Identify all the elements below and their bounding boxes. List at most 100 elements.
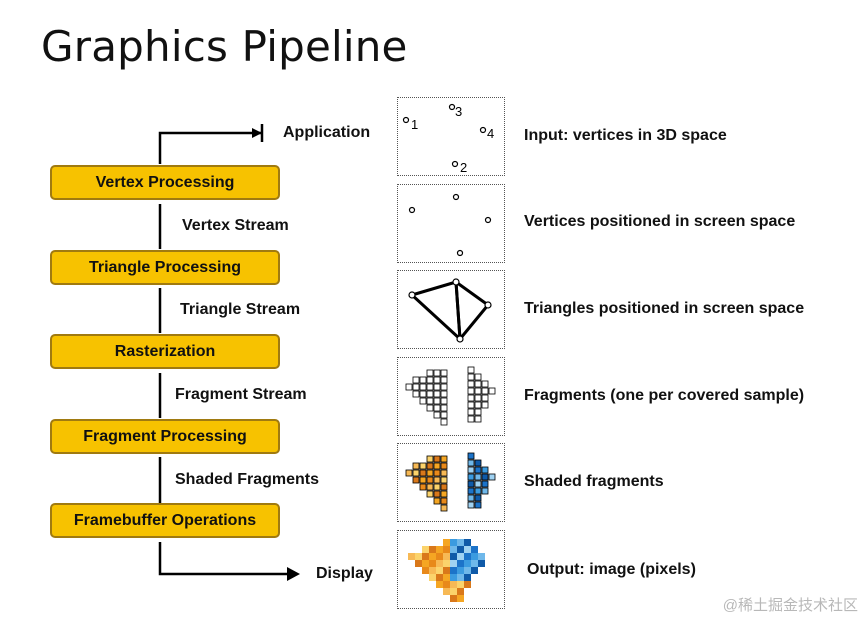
screen-vertex-3	[452, 193, 460, 201]
shaded-fragment-cell	[474, 473, 482, 481]
fragment-cell	[433, 376, 441, 384]
fragment-cell	[433, 404, 441, 412]
output-pixel	[429, 574, 436, 581]
output-pixel	[457, 539, 464, 546]
screen-vertices-graphic	[408, 193, 492, 257]
fragment-cell	[474, 387, 482, 395]
output-pixel	[471, 553, 478, 560]
triangles-graphic	[408, 278, 492, 343]
shaded-fragment-cell	[474, 501, 482, 509]
output-arrow-head	[287, 567, 300, 581]
output-pixel	[443, 539, 450, 546]
shaded-fragment-cell	[474, 466, 482, 474]
desc-output-image: Output: image (pixels)	[527, 561, 696, 578]
triangle-1	[410, 280, 462, 341]
shaded-fragment-cell	[433, 462, 441, 470]
shaded-fragment-cell	[467, 459, 475, 467]
shaded-fragment-cell	[474, 459, 482, 467]
fragment-cell	[467, 366, 475, 374]
label-application: Application	[283, 124, 371, 141]
fragment-cell	[440, 383, 448, 391]
shaded-fragment-cell	[467, 501, 475, 509]
fragment-cell	[467, 408, 475, 416]
output-pixel	[415, 553, 422, 560]
desc-shaded-fragments: Shaded fragments	[524, 473, 664, 490]
output-pixel	[450, 581, 457, 588]
triangle-vertex-1	[408, 291, 416, 299]
output-pixel	[443, 581, 450, 588]
panel-fragments	[397, 357, 505, 436]
label-triangle-stream: Triangle Stream	[180, 301, 301, 318]
fragment-cell	[426, 390, 434, 398]
shaded-fragment-cell	[419, 462, 427, 470]
stage-triangle-processing: Triangle Processing	[50, 250, 280, 285]
output-pixel	[457, 560, 464, 567]
fragment-cell	[440, 369, 448, 377]
input-vertices-graphic: 1 3 4 2	[402, 103, 494, 175]
output-pixel	[436, 560, 443, 567]
shaded-fragment-cell	[419, 469, 427, 477]
stage-vertex-processing: Vertex Processing	[50, 165, 280, 200]
stage-rasterization: Rasterization	[50, 334, 280, 369]
watermark: @稀土掘金技术社区	[722, 597, 858, 614]
shaded-fragment-cell	[433, 483, 441, 491]
shaded-fragment-cell	[440, 497, 448, 505]
shaded-fragment-cell	[419, 483, 427, 491]
output-pixel	[471, 546, 478, 553]
shaded-fragment-cell	[467, 487, 475, 495]
output-pixel	[450, 539, 457, 546]
shaded-fragment-cell	[467, 494, 475, 502]
output-pixel	[415, 560, 422, 567]
panel-output-image	[397, 530, 505, 609]
fragment-cell	[481, 394, 489, 402]
fragment-cell	[474, 415, 482, 423]
fragment-cell	[467, 394, 475, 402]
output-pixel	[457, 567, 464, 574]
output-pixel	[436, 553, 443, 560]
fragment-cell	[426, 376, 434, 384]
fragment-cell	[426, 397, 434, 405]
desc-screen-vertices: Vertices positioned in screen space	[524, 213, 796, 230]
shaded-fragment-cell	[440, 504, 448, 512]
shaded-fragment-cell	[467, 480, 475, 488]
output-pixel	[443, 588, 450, 595]
shaded-fragment-cell	[474, 494, 482, 502]
shaded-fragment-cell	[481, 473, 489, 481]
output-pixel	[457, 553, 464, 560]
shaded-fragment-cell	[467, 452, 475, 460]
shaded-fragment-cell	[419, 476, 427, 484]
fragment-cell	[481, 387, 489, 395]
stage-framebuffer-operations: Framebuffer Operations	[50, 503, 280, 538]
desc-input-vertices: Input: vertices in 3D space	[524, 127, 727, 144]
fragment-cell	[426, 404, 434, 412]
fragment-cell	[474, 373, 482, 381]
screen-vertex-4	[484, 216, 492, 224]
shaded-fragment-cell	[467, 473, 475, 481]
output-pixel	[429, 567, 436, 574]
stage-fragment-processing: Fragment Processing	[50, 419, 280, 454]
input-flow-line	[158, 131, 262, 164]
output-pixel	[457, 574, 464, 581]
shaded-fragment-cell	[426, 462, 434, 470]
label-display: Display	[316, 565, 373, 582]
shaded-fragment-cell	[426, 469, 434, 477]
fragment-cell	[474, 380, 482, 388]
output-pixel	[443, 553, 450, 560]
output-pixel	[450, 567, 457, 574]
output-pixel	[464, 574, 471, 581]
fragment-cell	[419, 376, 427, 384]
fragment-cell	[488, 387, 496, 395]
fragment-cell	[405, 383, 413, 391]
output-pixel	[436, 574, 443, 581]
label-vertex-stream: Vertex Stream	[182, 217, 289, 234]
label-fragment-stream: Fragment Stream	[175, 386, 307, 403]
fragment-cell	[481, 380, 489, 388]
output-pixel	[464, 553, 471, 560]
output-pixel	[408, 553, 415, 560]
fragment-cell	[433, 397, 441, 405]
fragment-cell	[467, 380, 475, 388]
vertex-label-2: 2	[460, 160, 467, 175]
shaded-fragment-cell	[474, 487, 482, 495]
fragment-cell	[433, 369, 441, 377]
